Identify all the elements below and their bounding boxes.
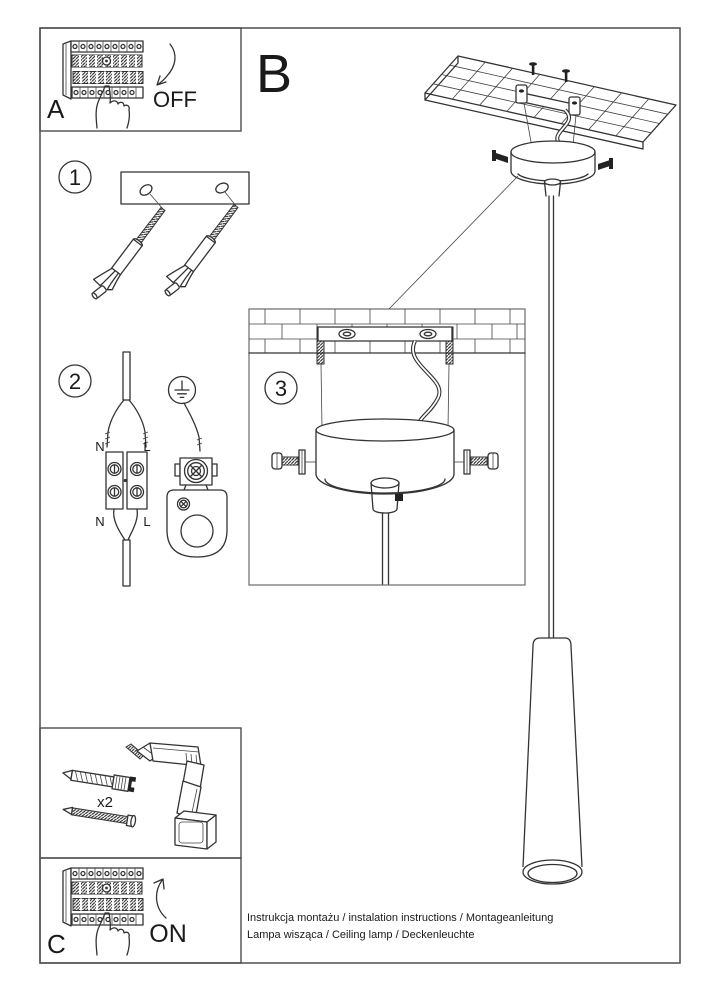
step-1-illustration: 1 xyxy=(58,160,250,305)
section-c-label: C xyxy=(47,929,66,959)
neutral-top-label: N xyxy=(95,439,104,454)
step-3-detail: 3 xyxy=(248,308,526,586)
step-3-number: 3 xyxy=(275,376,287,401)
pendant-cable-detail xyxy=(381,512,390,585)
pendant-cable xyxy=(548,195,555,639)
step-2-wiring-diagram: 2 N L N L xyxy=(58,351,228,587)
terminal-block xyxy=(105,451,148,510)
step-2-number: 2 xyxy=(69,369,81,394)
breaker-panel-off-illustration xyxy=(62,40,144,129)
anchor-screw-right-icon xyxy=(156,197,244,302)
plate-hole-right xyxy=(215,182,229,194)
section-c-power-on: ON C xyxy=(39,857,242,964)
canopy-screw-right-icon xyxy=(598,158,613,170)
section-a-power-off: OFF A xyxy=(39,27,242,132)
live-bottom-label: L xyxy=(143,514,150,529)
breaker-panel-on-illustration xyxy=(62,867,144,956)
section-a-label: A xyxy=(47,94,65,124)
mounting-bracket-detail xyxy=(316,326,454,365)
on-arrow-icon xyxy=(153,878,167,919)
step-2-badge xyxy=(58,364,92,398)
live-top-label: L xyxy=(143,439,150,454)
panel-screw-left-icon xyxy=(529,62,537,75)
panel-screw-right-icon xyxy=(562,69,570,82)
step-1-badge xyxy=(58,160,92,194)
caption-block: Instrukcja montażu / instalation instruc… xyxy=(247,912,553,941)
section-a-box xyxy=(39,27,242,132)
wall-anchor-icon xyxy=(62,769,137,793)
off-arrow-icon xyxy=(156,43,176,86)
terminal-screws xyxy=(107,461,145,500)
screw-icon xyxy=(62,806,137,828)
neutral-bottom-label: N xyxy=(95,514,104,529)
hardware-box: x2 xyxy=(39,727,242,859)
anchor-screw-left-icon xyxy=(83,200,171,305)
on-label: ON xyxy=(149,920,187,948)
mounting-plate xyxy=(120,171,250,205)
detail-leader-line xyxy=(388,175,519,310)
plate-hole-left xyxy=(139,184,153,196)
step-3-box xyxy=(248,308,526,586)
anchor-quantity-label: x2 xyxy=(97,794,113,811)
canopy-screw-left-icon xyxy=(492,150,508,163)
ground-clamp-illustration xyxy=(166,457,228,558)
page-frame xyxy=(39,27,681,964)
ceiling-panel-illustration xyxy=(388,55,677,310)
side-screw-left-icon xyxy=(271,449,316,475)
pendant-lamp xyxy=(522,195,583,885)
mounting-bracket xyxy=(515,84,581,116)
step-3-badge xyxy=(264,371,298,405)
canopy-detail xyxy=(315,418,455,585)
side-screw-right-icon xyxy=(454,449,499,475)
earth-ground-icon xyxy=(167,375,197,405)
pendant-shade xyxy=(522,637,583,885)
section-b-label: B xyxy=(256,44,292,104)
supply-cable xyxy=(122,351,131,401)
caption-line-2: Lampa wisząca / Ceiling lamp / Deckenleu… xyxy=(247,929,474,941)
canopy-illustration xyxy=(492,140,613,197)
step-1-number: 1 xyxy=(69,165,81,190)
caption-line-1: Instrukcja montażu / instalation instruc… xyxy=(247,912,553,924)
section-c-box xyxy=(39,857,242,964)
off-label: OFF xyxy=(153,87,197,112)
cord-grip-screw-icon xyxy=(395,494,403,501)
drill-icon xyxy=(125,742,217,850)
